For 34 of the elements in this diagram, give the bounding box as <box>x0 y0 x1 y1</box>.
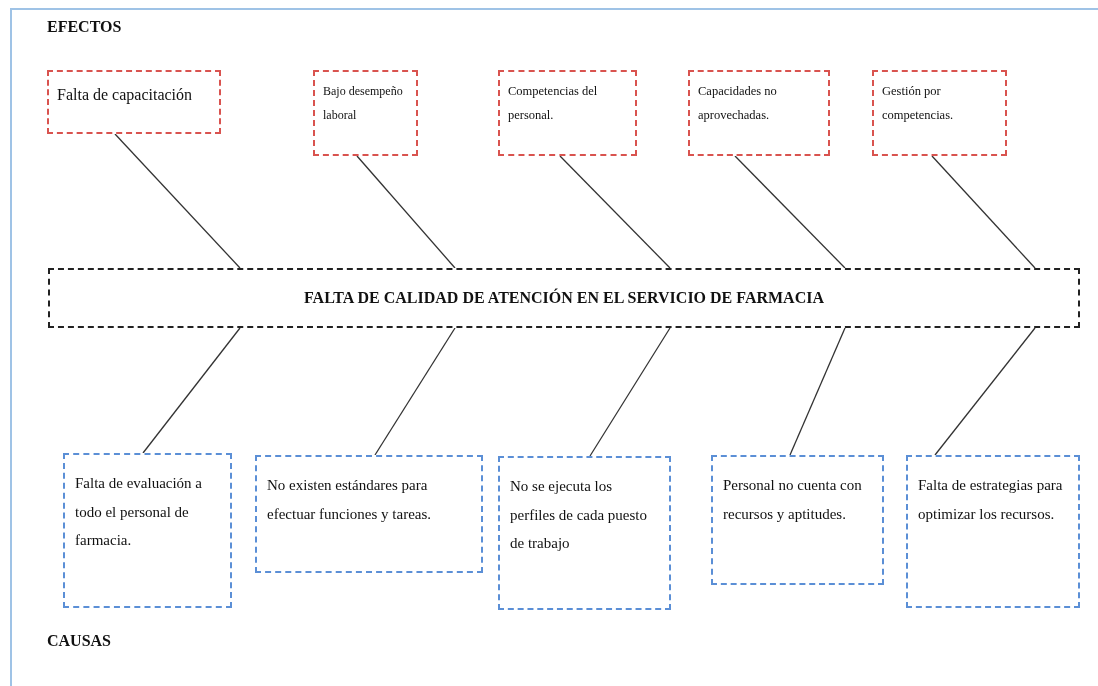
cause-box <box>906 455 1080 608</box>
connector-line <box>559 155 671 269</box>
box-text: FALTA DE CALIDAD DE ATENCIÓN EN EL SERVICIO DE FARMACIA <box>304 289 824 307</box>
box-text: No existen estándares para efectuar funciones y tareas. <box>267 477 432 522</box>
connector-line <box>934 327 1036 456</box>
box-text: No se ejecuta los perfiles de cada puesto de trabajo <box>510 478 648 551</box>
box-text: Falta de estrategias para optimizar los recursos. <box>918 477 1063 522</box>
box-text: Capacidades no aprovechadas. <box>698 84 777 122</box>
connector-line <box>356 155 456 269</box>
cause-box <box>711 455 884 585</box>
connector-line <box>374 327 456 456</box>
box-text: Falta de evaluación a todo el personal de farmacia. <box>75 475 203 548</box>
box-text: Personal no cuenta con recursos y aptitudes. <box>723 477 862 522</box>
connector-line <box>734 155 846 269</box>
box-text: Gestión por competencias. <box>882 84 954 122</box>
cause-box <box>498 456 671 610</box>
connector-line <box>589 327 671 457</box>
effect-box <box>313 70 418 156</box>
section-heading: EFECTOS <box>47 18 122 36</box>
cause-box <box>63 453 232 608</box>
connector-line <box>931 155 1036 269</box>
effect-box <box>872 70 1007 156</box>
connector-line <box>114 133 241 269</box>
section-heading: CAUSAS <box>47 632 111 650</box>
cause-box <box>255 455 483 573</box>
effect-box <box>498 70 637 156</box>
effect-box <box>47 70 221 134</box>
box-text: Bajo desempeño laboral <box>323 84 403 122</box>
box-text: Falta de capacitación <box>57 86 193 103</box>
effect-box <box>688 70 830 156</box>
connector-line <box>789 327 846 456</box>
connector-line <box>142 327 241 454</box>
box-text: Competencias del personal. <box>508 84 598 122</box>
problem-box <box>48 268 1080 328</box>
